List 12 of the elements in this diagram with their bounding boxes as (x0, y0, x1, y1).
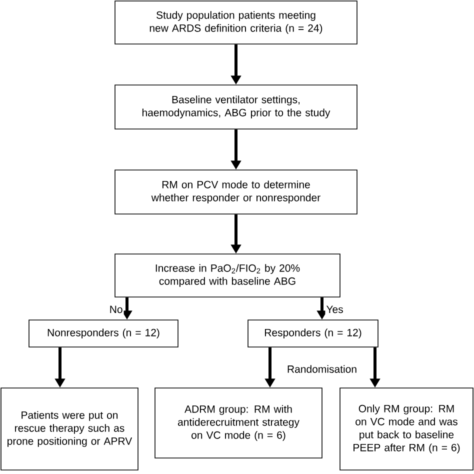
edge-label: Yes (326, 306, 343, 314)
process-box: RM on PCV mode to determine whether responder or nonresponder (114, 170, 358, 214)
process-box: Increase in PaO$_{2}$/FIO$_{2}$ by 20% compared with baseline ABG (114, 254, 340, 298)
process-box: Only RM group: RM on VC mode and was put back to baseline PEEP after RM (n = 6) (340, 388, 474, 470)
edge-label: No (110, 306, 122, 314)
process-box: Patients were put on rescue therapy such as prone positioning or APRV (0, 388, 138, 470)
process-box: Responders (n = 12) (248, 320, 378, 348)
process-box: ADRM group: RM with antiderecruitment strategy on VC mode (n = 6) (154, 388, 322, 458)
note-text: Randomisation (288, 365, 356, 373)
process-box: Study population patients meeting new ARDS definition criteria (n = 24) (114, 0, 358, 44)
process-box: Baseline ventilator settings, haemodynamics, ABG prior to the study (114, 84, 358, 130)
process-box: Nonresponders (n = 12) (28, 320, 178, 348)
